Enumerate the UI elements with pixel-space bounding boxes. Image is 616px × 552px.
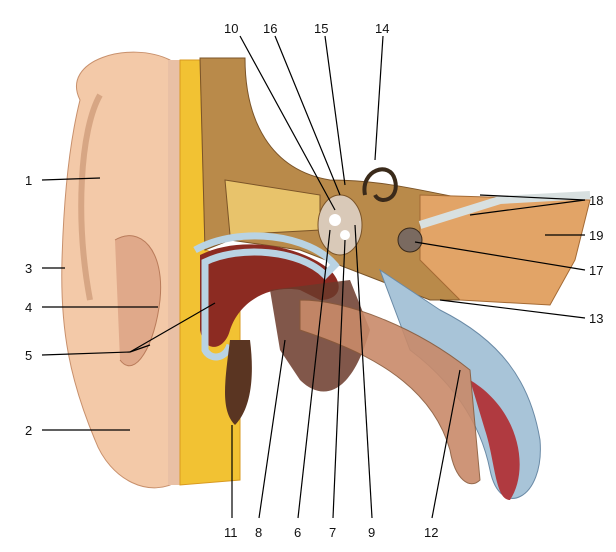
tube-lumen	[470, 380, 520, 500]
label-7: 7	[329, 525, 336, 540]
label-4: 4	[25, 300, 32, 315]
label-5: 5	[25, 348, 32, 363]
label-15: 15	[314, 21, 328, 36]
nerve	[418, 191, 591, 229]
label-18: 18	[589, 193, 603, 208]
petrous-part	[419, 194, 591, 306]
label-2: 2	[25, 423, 32, 438]
label-8: 8	[255, 525, 262, 540]
label-12: 12	[424, 525, 438, 540]
label-17: 17	[589, 263, 603, 278]
leader-lines	[41, 35, 586, 519]
malleus	[329, 214, 341, 226]
canal-lining	[193, 232, 340, 361]
label-19: 19	[589, 228, 603, 243]
label-16: 16	[263, 21, 277, 36]
label-3: 3	[25, 261, 32, 276]
label-14: 14	[375, 21, 389, 36]
label-10: 10	[224, 21, 238, 36]
external-auditory-canal	[200, 244, 339, 347]
cochlea	[397, 227, 423, 253]
label-11: 11	[224, 525, 238, 540]
concha	[114, 235, 162, 367]
skin-layer	[168, 60, 180, 485]
styloid-process	[225, 340, 252, 425]
semicircular-canals	[362, 167, 398, 202]
label-9: 9	[368, 525, 375, 540]
label-13: 13	[589, 311, 603, 326]
label-6: 6	[294, 525, 301, 540]
helix-fold	[78, 93, 103, 301]
lower-wall	[299, 299, 481, 485]
label-1: 1	[25, 173, 32, 188]
incus	[340, 230, 350, 240]
